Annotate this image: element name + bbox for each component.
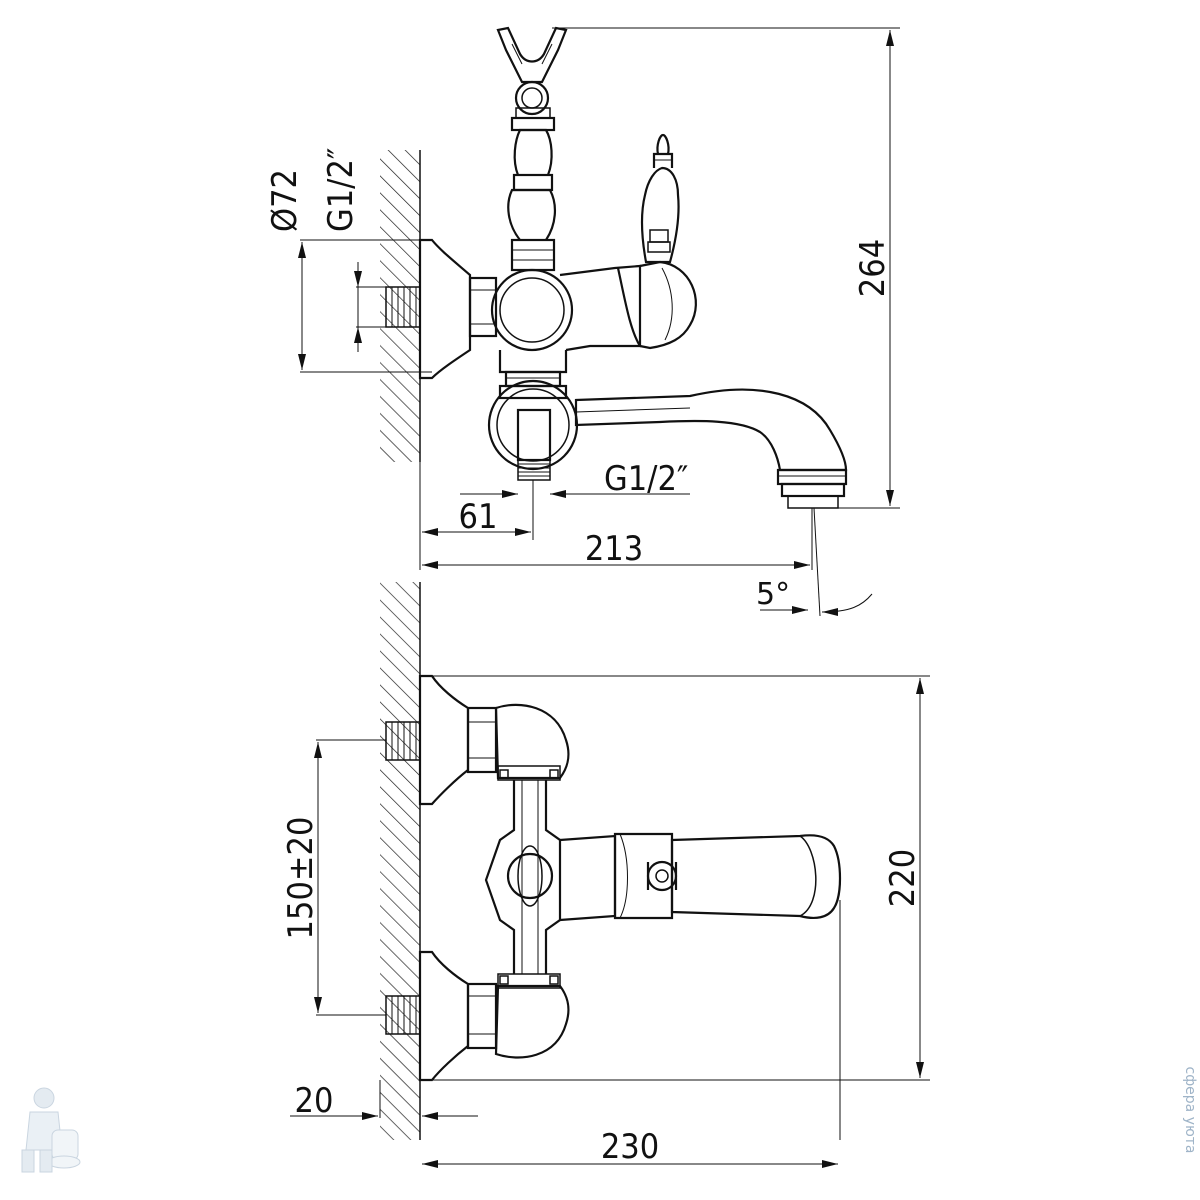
height-264-label: 264	[853, 239, 893, 297]
wall-hatch-front	[380, 582, 420, 1140]
center-distance-label: 150±20	[281, 817, 321, 940]
front-view: 150±20 220 20 230	[281, 582, 930, 1168]
lever-handle	[640, 166, 680, 264]
spout-top	[574, 388, 848, 472]
top-view: Ø72 G1/2″ G1/2″ 61 213 264 5°	[265, 26, 900, 617]
wall-offset-label: 20	[295, 1081, 334, 1121]
watermark-text: сфера уюта	[1182, 1066, 1198, 1153]
wall-flange-top	[418, 238, 472, 380]
height-220-label: 220	[883, 849, 923, 907]
spout-front	[670, 834, 842, 919]
inlet-thread-label: G1/2″	[321, 148, 361, 232]
length-213-label: 213	[585, 529, 643, 569]
diameter-label: Ø72	[265, 169, 305, 232]
shower-holder	[496, 26, 568, 84]
angle-label: 5°	[756, 577, 790, 612]
offset-61-label: 61	[459, 497, 498, 537]
outlet-thread-label: G1/2″	[604, 459, 688, 499]
plumber-mascot-icon	[21, 1087, 81, 1173]
length-230-label: 230	[601, 1127, 659, 1167]
